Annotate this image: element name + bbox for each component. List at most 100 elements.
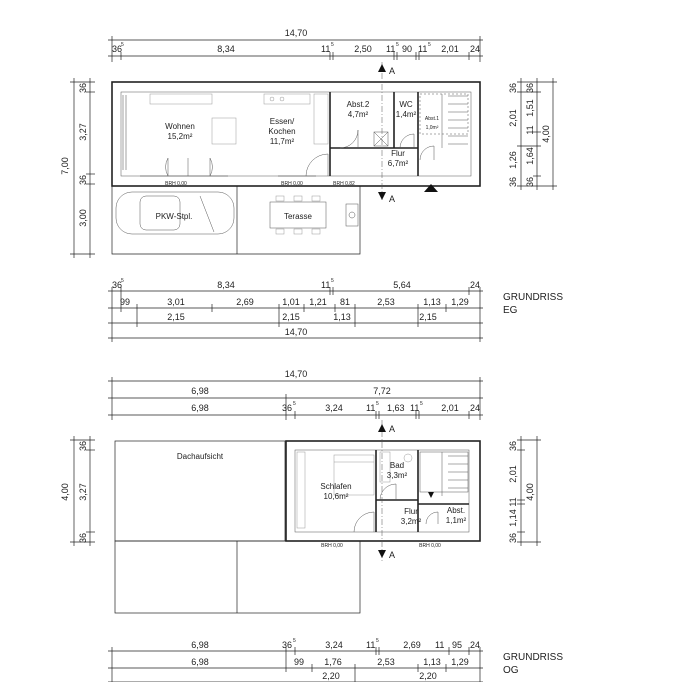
eg-dim-sup: 5 xyxy=(396,42,399,48)
eg-dim-bottom: 1,13 xyxy=(423,297,441,307)
eg-dim-bottom: 24 xyxy=(470,280,480,290)
room-name: Bad xyxy=(390,461,404,470)
og-dim-right: 1,14 xyxy=(508,509,518,527)
eg-dim-sup: 5 xyxy=(331,278,334,284)
og-dim-left: 36 xyxy=(78,533,88,543)
og-dim-left: 4,00 xyxy=(60,483,70,501)
og-dim-left: 36 xyxy=(78,441,88,451)
og-dim-sup: 5 xyxy=(293,638,296,644)
entrance-marker-icon xyxy=(424,184,438,192)
table-icon xyxy=(269,195,327,235)
og-dim-top: 36 xyxy=(282,403,292,413)
eg-dim-bottom: 1,13 xyxy=(333,312,351,322)
room-area: 15,2m² xyxy=(168,132,193,141)
eg-dim-right: 2,01 xyxy=(508,109,518,127)
eg-section-label: A xyxy=(389,66,395,76)
eg-dim-bottom: 2,15 xyxy=(419,312,437,322)
grill-icon xyxy=(345,203,359,227)
eg-dim-bottom: 99 xyxy=(120,297,130,307)
eg-dim-bottom: 2,15 xyxy=(282,312,300,322)
og-dim-right: 4,00 xyxy=(525,483,535,501)
eg-dim-right: 36 xyxy=(525,177,535,187)
eg-dim-sup: 5 xyxy=(121,278,124,284)
og-dim-right: 2,01 xyxy=(508,465,518,483)
og-dim-top: 11 xyxy=(410,403,419,413)
section-arrow-icon xyxy=(378,192,386,200)
og-dim-top: 6,98 xyxy=(191,386,209,396)
room-name: Abst.1 xyxy=(425,116,439,122)
og-dim-bottom: 2,69 xyxy=(403,640,421,650)
og-dim-sup: 5 xyxy=(293,401,296,407)
eg-section-label: A xyxy=(389,194,395,204)
room-name: Flur xyxy=(404,507,418,516)
room-area: 11,7m² xyxy=(270,137,295,146)
eg-dim-right: 1,26 xyxy=(508,151,518,169)
eg-dim-right: 36 xyxy=(525,83,535,93)
room-area: 3,3m² xyxy=(387,471,408,480)
og-dim-top: 6,98 xyxy=(191,403,209,413)
eg-top-dimensions: 14,70 36 5 8,34 11 5 2,50 11 5 90 11 5 2… xyxy=(108,28,483,62)
brh-label: BRH 0,00 xyxy=(281,181,303,187)
eg-dim-right: 36 xyxy=(508,83,518,93)
eg-dim-top: 36 xyxy=(112,44,122,54)
eg-dim-top: 2,50 xyxy=(354,44,372,54)
og-dim-top: 2,01 xyxy=(441,403,459,413)
og-dim-bottom: 6,98 xyxy=(191,657,209,667)
og-dim-bottom: 1,76 xyxy=(324,657,342,667)
og-title-floor: OG xyxy=(503,665,519,676)
room-area: 3,2m² xyxy=(401,517,422,526)
eg-dim-left: 7,00 xyxy=(60,157,70,175)
eg-dim-right: 1,51 xyxy=(525,99,535,117)
og-dim-top: 3,24 xyxy=(325,403,343,413)
eg-dim-top: 11 xyxy=(386,44,395,54)
room-name: Kochen xyxy=(268,127,295,136)
og-bottom-dimensions: 6,98 36 5 3,24 11 5 2,69 11 95 24 6,98 9… xyxy=(108,638,563,682)
og-dim-sup: 5 xyxy=(376,638,379,644)
eg-dim-top: 11 xyxy=(418,44,427,54)
og-title: GRUNDRISS xyxy=(503,652,563,663)
section-arrow-icon xyxy=(378,64,386,72)
eg-dim-left: 36 xyxy=(78,175,88,185)
room-name: Abst. xyxy=(447,506,465,515)
og-dim-sup: 5 xyxy=(420,401,423,407)
brh-label: BRH 0,00 xyxy=(165,181,187,187)
room-area: 6,7m² xyxy=(388,159,409,168)
og-dim-bottom: 2,20 xyxy=(322,671,340,681)
eg-dim-sup: 5 xyxy=(121,42,124,48)
eg-dim-bottom: 1,01 xyxy=(282,297,300,307)
og-dim-bottom: 95 xyxy=(452,640,462,650)
room-name: Flur xyxy=(391,149,405,158)
stair-arrow-icon xyxy=(428,492,434,498)
eg-bottom-dimensions: 36 5 8,34 11 5 5,64 24 99 3,01 2,69 1,01… xyxy=(108,278,563,342)
brh-label: BRH 0,00 xyxy=(321,543,343,549)
og-dim-right: 36 xyxy=(508,533,518,543)
eg-dim-right: 11 xyxy=(525,125,535,134)
room-area: 1,4m² xyxy=(396,110,417,119)
og-dim-top: 24 xyxy=(470,403,480,413)
room-area: 10,6m² xyxy=(324,492,349,501)
eg-dim-bottom: 1,29 xyxy=(451,297,469,307)
eg-dim-left: 36 xyxy=(78,83,88,93)
room-name: Wohnen xyxy=(165,122,195,131)
brh-label: BRH 0,00 xyxy=(419,543,441,549)
og-plan: Dachaufsicht A A xyxy=(114,420,481,614)
og-dim-left: 3,27 xyxy=(78,483,88,501)
og-dim-bottom: 2,53 xyxy=(377,657,395,667)
eg-dim-right: 36 xyxy=(508,177,518,187)
section-arrow-icon xyxy=(378,550,386,558)
eg-dim-top: 11 xyxy=(321,44,330,54)
room-name: WC xyxy=(399,100,413,109)
eg-right-dimensions: 36 36 2,01 1,51 11 1,26 1,64 36 36 4,00 xyxy=(508,78,557,190)
og-dim-bottom: 6,98 xyxy=(191,640,209,650)
car-icon xyxy=(115,191,235,235)
og-section-label: A xyxy=(389,424,395,434)
og-dim-bottom: 11 xyxy=(435,640,444,650)
og-dim-bottom: 99 xyxy=(294,657,304,667)
eg-dim-bottom: 36 xyxy=(112,280,122,290)
section-arrow-icon xyxy=(378,424,386,432)
eg-dim-total-top: 14,70 xyxy=(285,28,308,38)
eg-title-floor: EG xyxy=(503,305,518,316)
og-dim-bottom: 24 xyxy=(470,640,480,650)
eg-dim-bottom: 3,01 xyxy=(167,297,185,307)
